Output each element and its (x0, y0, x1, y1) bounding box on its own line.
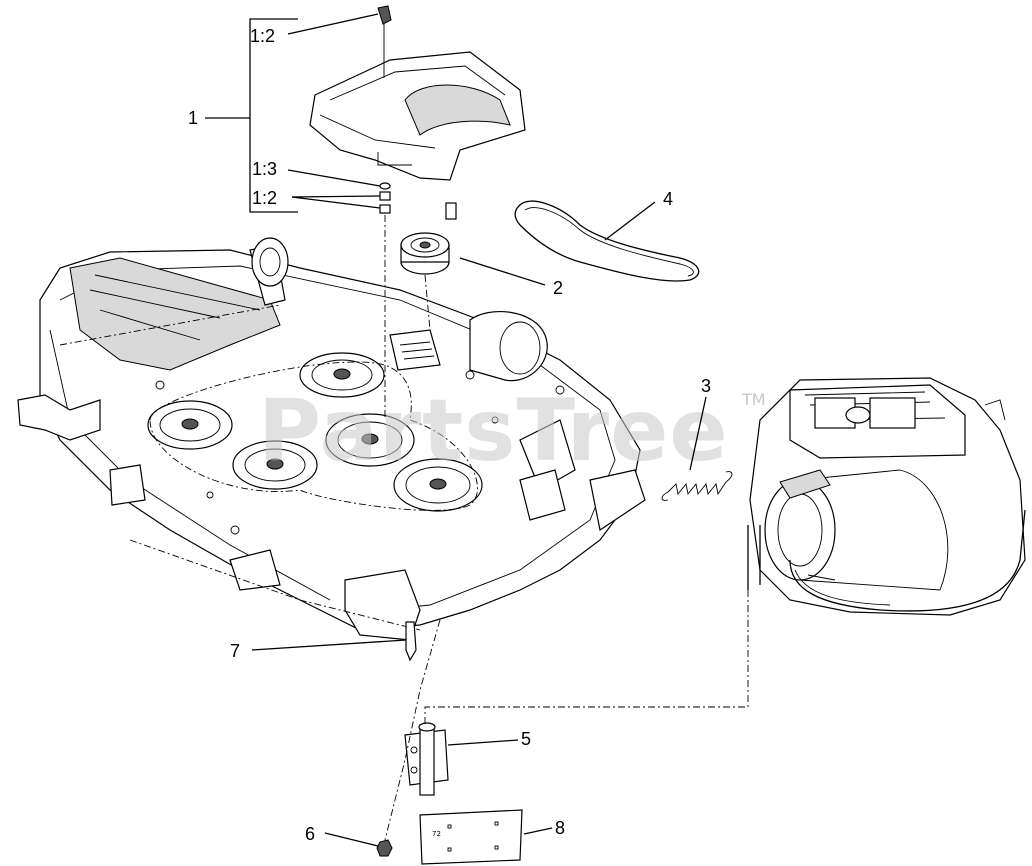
callout-8: 8 (555, 818, 565, 838)
deck-pulley-center-left (232, 440, 318, 490)
deck-pulley-right (393, 458, 483, 512)
watermark-tm: TM (741, 390, 766, 409)
callout-6: 6 (305, 824, 315, 844)
callout-1-2-top: 1:2 (250, 26, 275, 46)
cover-knob (377, 5, 392, 78)
watermark-text: PartsTree (258, 381, 729, 481)
callout-7: 7 (230, 641, 240, 661)
callout-1: 1 (188, 108, 198, 128)
decal-number: 72 (432, 830, 441, 838)
pivot-bracket (404, 722, 449, 796)
callout-2: 2 (553, 278, 563, 298)
lock-nut (376, 839, 393, 857)
mower-deck (17, 237, 646, 641)
drive-belt (514, 200, 700, 282)
callout-5: 5 (521, 729, 531, 749)
deck-decal: 72 (419, 809, 523, 865)
callout-3: 3 (701, 376, 711, 396)
deck-pulley-left (147, 400, 233, 450)
callout-leaders (205, 13, 707, 847)
callout-1-3: 1:3 (252, 159, 277, 179)
idler-pulley (400, 202, 457, 331)
hairpin-clip (405, 621, 417, 662)
belt-cover (309, 51, 526, 181)
discharge-attachment (747, 377, 1026, 616)
callout-1-2-bottom: 1:2 (252, 188, 277, 208)
deck-pulley-center (325, 413, 415, 467)
callout-4: 4 (663, 189, 673, 209)
extension-spring (661, 471, 733, 501)
cover-hardware (379, 182, 391, 214)
